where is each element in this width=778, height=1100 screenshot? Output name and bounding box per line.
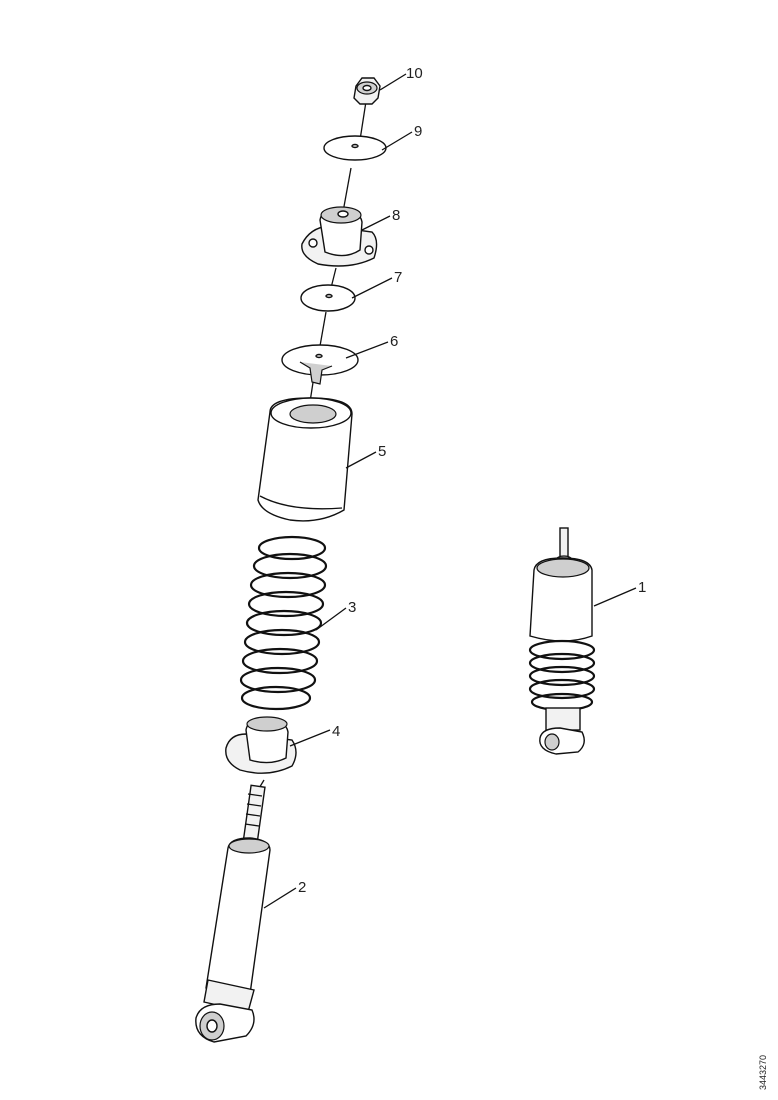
- callout-6: 6: [390, 333, 398, 350]
- callout-10: 10: [406, 65, 423, 82]
- part-3-coil-spring: [239, 535, 328, 711]
- part-9-washer: [323, 135, 387, 161]
- callout-5: 5: [378, 443, 386, 460]
- callout-1: 1: [638, 579, 646, 596]
- part-2-shock-absorber: [195, 784, 271, 1043]
- part-10-nut: [353, 77, 381, 105]
- part-4-lower-spring-seat: [225, 716, 297, 774]
- callout-9: 9: [414, 123, 422, 140]
- part-6-spring-seat-plate: [281, 344, 359, 385]
- callout-labels: 1 2 3 4 5 6 7 8 9 10: [298, 65, 646, 896]
- reference-code: 3443270: [758, 1055, 768, 1090]
- callout-8: 8: [392, 207, 400, 224]
- callout-3: 3: [348, 599, 356, 616]
- callout-2: 2: [298, 879, 306, 896]
- callout-7: 7: [394, 269, 402, 286]
- part-5-dust-cover: [257, 397, 353, 522]
- part-8-top-mount: [301, 206, 378, 267]
- part-7-washer: [300, 284, 356, 312]
- part-1-assembled-strut: [528, 527, 596, 755]
- callout-4: 4: [332, 723, 340, 740]
- leader-lines: [263, 73, 637, 909]
